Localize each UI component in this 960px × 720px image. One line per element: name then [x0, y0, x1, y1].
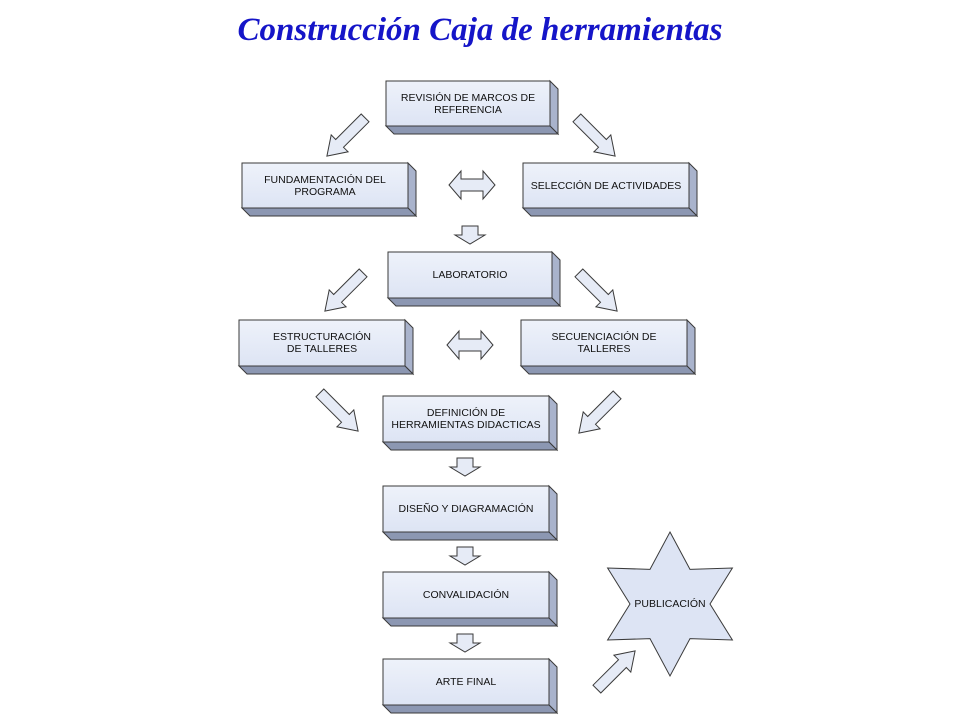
box-side: [548, 570, 558, 628]
box-face: [387, 251, 553, 299]
node-label-estructuracion: ESTRUCTURACIÓN DE TALLERES: [272, 331, 371, 355]
box-side: [551, 250, 561, 308]
page-title: Construcción Caja de herramientas: [237, 12, 723, 48]
box-definicion: [381, 394, 559, 452]
box-bottom: [381, 704, 559, 714]
box-bottom: [386, 297, 562, 307]
node-label-definicion: DEFINICIÓN DE HERRAMIENTAS DIDACTICAS: [391, 407, 541, 431]
box-side: [404, 318, 414, 376]
box-bottom: [381, 617, 559, 627]
down-arrow-icon: [448, 457, 482, 477]
box-face: [522, 162, 690, 209]
box-bottom: [381, 441, 559, 451]
box-bottom: [521, 207, 699, 217]
box-revision: [384, 79, 560, 136]
box-side: [688, 161, 698, 218]
block-arrow-icon: [592, 650, 636, 694]
box-face: [385, 80, 551, 127]
node-label-secuenciacion: SECUENCIACIÓN DE TALLERES: [551, 331, 657, 355]
double-arrow-icon: [448, 169, 496, 201]
block-arrow-icon: [324, 268, 368, 312]
box-side: [548, 394, 558, 452]
box-side: [549, 79, 559, 136]
down-arrow-icon: [448, 633, 482, 653]
down-arrow-icon: [448, 546, 482, 566]
box-face: [382, 571, 550, 619]
box-face: [382, 658, 550, 706]
box-side: [548, 484, 558, 542]
block-arrow-icon: [578, 390, 622, 434]
node-label-fundamentacion: FUNDAMENTACIÓN DEL PROGRAMA: [264, 173, 386, 198]
box-laboratorio: [386, 250, 562, 308]
box-side: [407, 161, 417, 218]
block-arrow-icon: [315, 388, 359, 432]
down-arrow-icon: [453, 225, 487, 245]
block-arrow-icon: [326, 113, 370, 157]
box-face: [382, 395, 550, 443]
block-arrow-icon: [574, 268, 618, 312]
box-fundamentacion: [240, 161, 418, 218]
node-label-diseno: DISEÑO Y DIAGRAMACIÓN: [398, 503, 534, 515]
box-bottom: [381, 531, 559, 541]
box-bottom: [384, 125, 560, 135]
box-estructuracion: [237, 318, 415, 376]
box-diseno: [381, 484, 559, 542]
box-bottom: [519, 365, 697, 375]
box-convalidacion: [381, 570, 559, 628]
node-label-revision: REVISIÓN DE MARCOS DE REFERENCIA: [400, 91, 536, 116]
box-face: [382, 485, 550, 533]
node-label-arte-final: ARTE FINAL: [435, 676, 497, 688]
box-face: [238, 319, 406, 367]
node-label-laboratorio: LABORATORIO: [432, 269, 508, 281]
six-point-star-icon: [606, 530, 734, 678]
box-secuenciacion: [519, 318, 697, 376]
double-arrow-icon: [446, 329, 494, 361]
box-face: [241, 162, 409, 209]
box-seleccion: [521, 161, 699, 218]
node-label-convalidacion: CONVALIDACIÓN: [422, 589, 510, 601]
node-label-publicacion: PUBLICACIÓN: [634, 598, 706, 610]
box-face: [520, 319, 688, 367]
node-label-seleccion: SELECCIÓN DE ACTIVIDADES: [530, 179, 682, 192]
box-bottom: [237, 365, 415, 375]
box-side: [548, 657, 558, 715]
box-bottom: [240, 207, 418, 217]
box-side: [686, 318, 696, 376]
box-arte-final: [381, 657, 559, 715]
block-arrow-icon: [572, 113, 616, 157]
